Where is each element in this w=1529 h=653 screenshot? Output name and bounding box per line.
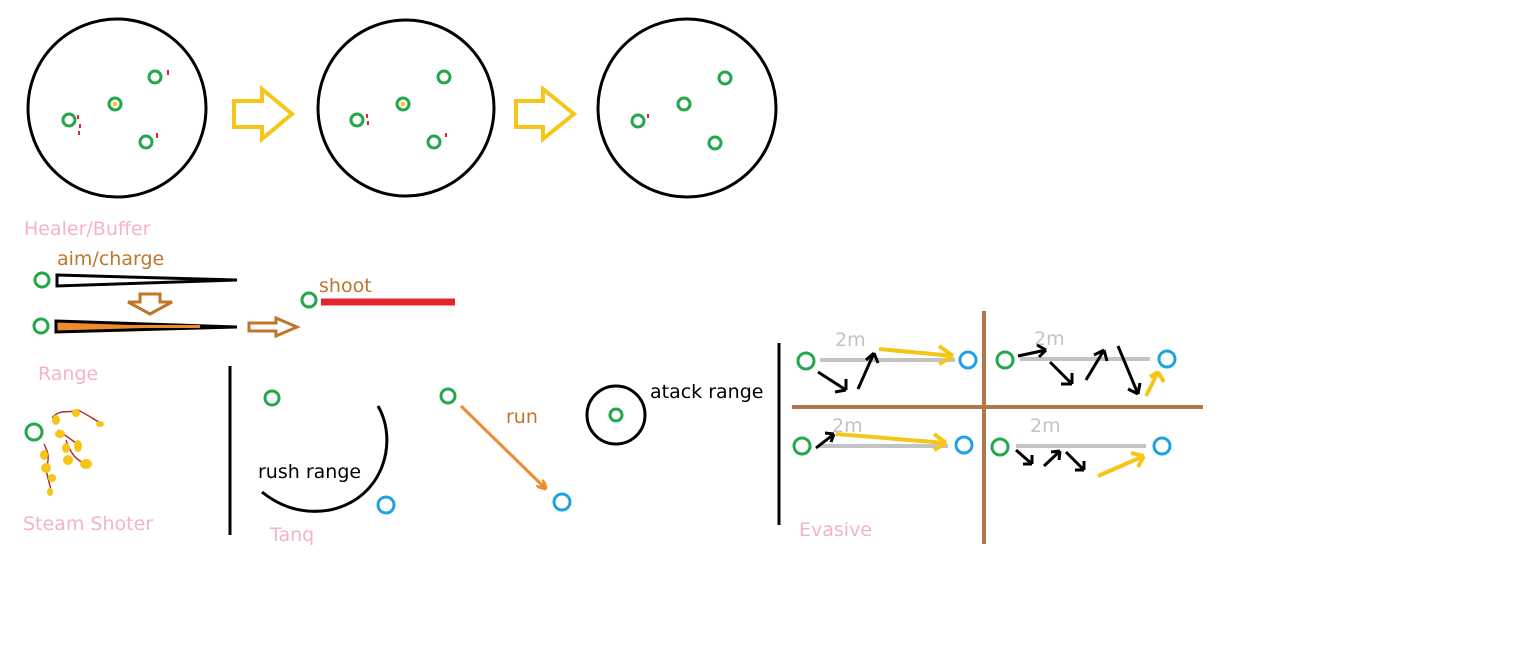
distance-label: 2m — [835, 329, 866, 351]
steam-puff — [55, 430, 65, 438]
sequence-arrow-2 — [514, 84, 578, 144]
aim-beam — [55, 273, 238, 288]
ally-unit — [426, 134, 442, 150]
dodge-step — [815, 431, 836, 450]
dash-arrow — [835, 432, 948, 452]
ally-unit — [138, 134, 154, 150]
steam-puff — [80, 459, 92, 469]
healer-label: Healer/Buffer — [24, 218, 151, 240]
target-unit — [958, 350, 978, 370]
dodge-step — [1017, 343, 1048, 359]
dodge-step — [1084, 348, 1109, 381]
ally-unit — [707, 135, 723, 151]
rush-range-label: rush range — [258, 461, 361, 483]
healer-area-3 — [596, 17, 778, 199]
range-unit — [33, 271, 51, 289]
healer-sequence: Healer/Buffer — [24, 17, 778, 240]
ally-unit — [349, 112, 365, 128]
evasive-section: 2m 2m 2m — [777, 311, 1203, 544]
evasive-unit — [792, 436, 812, 456]
steam-puff — [40, 450, 48, 460]
dodge-step — [1015, 448, 1034, 466]
healer-area-1 — [26, 17, 208, 199]
evasive-cell-top-left: 2m — [796, 329, 978, 394]
enemy-unit — [552, 492, 572, 512]
range-label: Range — [38, 363, 98, 385]
evasive-cell-bottom-right: 2m — [990, 415, 1172, 478]
tank-unit — [439, 387, 457, 405]
dodge-step — [1064, 450, 1086, 472]
steam-puff — [47, 488, 53, 496]
evasive-cell-bottom-left: 2m — [792, 415, 974, 456]
steam-puff — [63, 455, 73, 465]
evasive-cell-top-right: 2m — [995, 328, 1177, 397]
charge-down-arrow — [127, 292, 173, 316]
dash-arrow — [878, 344, 955, 366]
healer-unit — [676, 96, 692, 112]
attack-range-label: atack range — [650, 381, 763, 403]
enemy-unit — [376, 495, 396, 515]
steam-puff — [74, 440, 82, 452]
tanq-label: Tanq — [269, 524, 314, 546]
healer-unit — [395, 96, 411, 112]
shoot-label: shoot — [319, 275, 372, 297]
ally-unit — [717, 70, 733, 86]
ally-unit — [436, 69, 452, 85]
evasive-unit — [796, 351, 816, 371]
distance-label: 2m — [832, 415, 863, 437]
distance-label: 2m — [1030, 415, 1061, 437]
range-sequence: aim/charge shoot Range — [32, 248, 455, 385]
range-unit — [300, 291, 318, 309]
steam-label: Steam Shoter — [23, 513, 153, 535]
dash-arrow — [1144, 370, 1166, 397]
range-unit — [32, 317, 50, 335]
run-arrow — [459, 404, 545, 488]
healer-area-2 — [316, 18, 496, 198]
evasive-unit — [990, 437, 1010, 457]
steam-puff — [62, 443, 70, 453]
steam-unit — [24, 422, 44, 442]
aim-charge-label: aim/charge — [57, 248, 164, 270]
dash-arrow — [1097, 451, 1146, 478]
steam-puff — [52, 415, 60, 425]
healer-center-dot — [112, 101, 118, 107]
dodge-step — [1116, 345, 1142, 396]
dodge-step — [1042, 449, 1062, 468]
healer-center-dot — [400, 101, 406, 107]
steam-shoter: Steam Shoter — [23, 409, 153, 535]
evasive-label: Evasive — [799, 519, 872, 541]
steam-puff — [96, 421, 104, 427]
tanq-section: rush range run atack range Tanq — [228, 366, 763, 546]
tank-unit — [263, 389, 281, 407]
attack-range-circle — [585, 384, 647, 446]
ally-unit — [147, 69, 163, 85]
run-label: run — [506, 406, 538, 428]
dodge-step — [817, 370, 848, 394]
steam-puff — [72, 409, 80, 417]
ally-unit — [61, 112, 77, 128]
damage-mark — [366, 114, 447, 137]
steam-puff — [41, 463, 51, 473]
rush-range-arc — [261, 405, 389, 513]
shoot-next-arrow — [247, 315, 301, 339]
target-unit — [954, 435, 974, 455]
tank-unit — [608, 407, 624, 423]
dodge-step — [1048, 360, 1074, 386]
ally-unit — [630, 113, 646, 129]
dodge-step — [856, 351, 880, 390]
distance-label: 2m — [1034, 328, 1065, 350]
damage-mark — [77, 70, 169, 138]
steam-puff — [48, 474, 56, 482]
healer-unit — [107, 96, 123, 112]
target-unit — [1152, 436, 1172, 456]
evasive-unit — [995, 350, 1015, 370]
sequence-arrow-1 — [232, 84, 296, 144]
target-unit — [1157, 349, 1177, 369]
